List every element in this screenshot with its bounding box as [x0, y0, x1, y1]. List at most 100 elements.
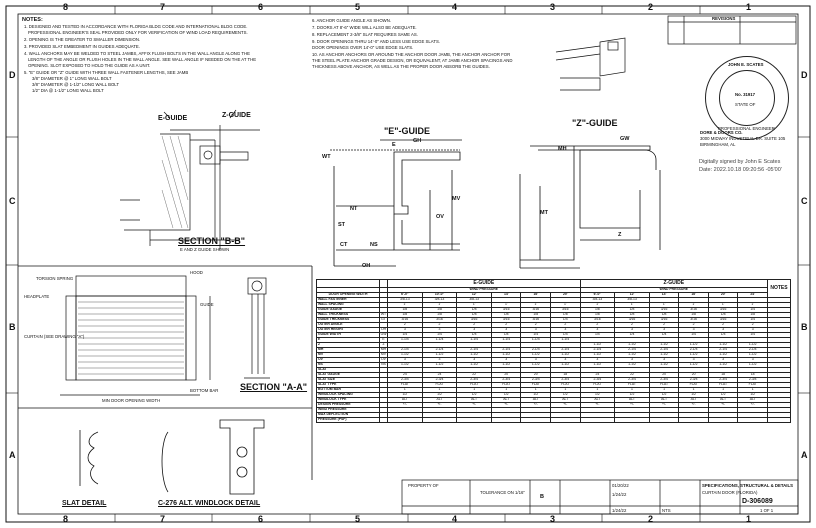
table-cell [421, 417, 458, 423]
door-width-label: MIN DOOR OPENING WIDTH [102, 398, 161, 403]
col-label-1: 1 [746, 2, 752, 12]
sheet-label: 1 OF 1 [760, 508, 774, 513]
table-cell [678, 417, 709, 423]
dim-z: Z [618, 232, 622, 238]
row-label-d-right: D [801, 70, 808, 80]
table-cell [550, 417, 581, 423]
note-line: 7. DOORS AT 8'-6" WIDE WILL ALSO BE ADEQ… [312, 25, 417, 30]
e-guide-title: "E"-GUIDE [384, 126, 431, 136]
column-header-row: DOOR OPENING WIDTH 6'-0"10'-0"12'14'16'2… [316, 292, 791, 298]
dim-oh: OH [362, 263, 371, 269]
note-line: 8. REPLACEMENT 2-3/8" SLAT REQUIRES SAME… [312, 32, 418, 37]
dim-mt: MT [540, 210, 548, 216]
row-symbol [379, 417, 388, 423]
guide-label: GUIDE [200, 302, 214, 307]
digital-signature-line2: Date: 2022.10.18 09:20:56 -05'00' [699, 167, 782, 173]
z-guide-callout: Z-GUIDE [222, 112, 251, 119]
col-label-4-bottom: 4 [452, 514, 458, 524]
table-cell [456, 417, 492, 423]
headplate-label: HEADPLATE [24, 294, 50, 299]
table-cell [387, 417, 423, 423]
drawing-title-2: CURTAIN DOOR (FLORIDA) [702, 490, 758, 495]
note-line: 3/8" DIAMETER @ 1" LONG WALL BOLT [32, 76, 112, 81]
dim-mh: MH [558, 146, 567, 152]
row-label-d: D [9, 70, 16, 80]
notes-header: NOTES [767, 279, 791, 298]
note-line: 6. ANCHOR GUIDE ANGLE AS SHOWN. [312, 18, 392, 23]
note-line: 3. PROVIDED SLAT EMBEDMENT IN GUIDES ADE… [24, 44, 140, 49]
company-name: DORE & DOORS CO. [700, 130, 743, 135]
seal-name: JOHN E. SCATES [728, 62, 764, 67]
note-line: 2. OPENING IS THE GREATER TO SMALLER DIM… [24, 37, 141, 42]
col-label-2-bottom: 2 [648, 514, 654, 524]
note-line: 1/2" DIA @ 1-1/2" LONG WALL BOLT [32, 88, 104, 93]
dim-nt: NT [350, 206, 358, 212]
curtain-label: CURTAIN (SEE DRAWING "A") [24, 334, 85, 339]
col-label-8: 8 [63, 2, 69, 12]
drawing-number: D-306089 [742, 498, 773, 505]
table-cell [737, 417, 768, 423]
section-bb-title: SECTION "B-B" [178, 236, 246, 246]
e-guide-header: E-GUIDE [387, 279, 581, 288]
note-line: DOOR OPENINGS OVER 14'-0" USE EDGE SLATS… [312, 45, 414, 50]
col-label-1-bottom: 1 [746, 514, 752, 524]
col-label-6: 6 [258, 2, 264, 12]
col-label-5: 5 [355, 2, 361, 12]
torsion-label: TORSION SPRING [36, 276, 74, 281]
col-label-7-bottom: 7 [160, 514, 166, 524]
note-line: LENGTH OF THE ANGLE OR FLUSH HOLES IN TH… [28, 57, 257, 62]
col-label-2: 2 [648, 2, 654, 12]
notes-heading: NOTES: [22, 17, 43, 23]
note-line: OPENING. SLOT EXPOSED TO HOLD THE GUIDE … [28, 63, 151, 68]
dim-st: ST [338, 222, 346, 228]
revisions-header: REVISIONS [712, 16, 736, 21]
table-corner [316, 279, 380, 288]
guide-spec-table: E-GUIDE Z-GUIDE NOTES WIND PRESSURE WIND… [316, 279, 791, 423]
date-1: 01/20/22 [612, 483, 629, 488]
table-cell [490, 417, 522, 423]
z-guide-header: Z-GUIDE [579, 279, 769, 288]
z-guide-title: "Z"-GUIDE [572, 118, 618, 128]
col-label-6-bottom: 6 [258, 514, 264, 524]
property-label: PROPERTY OF [408, 483, 439, 488]
section-aa-title: SECTION "A-A" [240, 382, 308, 392]
company-city: BIRMINGHAM, AL [700, 142, 736, 147]
seal-license: No. 31917 [735, 92, 756, 97]
note-line: 3/8" DIAMETER @ 1-1/2" LONG WALL BOLT [32, 82, 120, 87]
note-line: 10. AS ANCHOR ANCHORS OR AROUND THE ANCH… [312, 52, 511, 57]
table-sym-head [379, 279, 388, 288]
seal-caption: PROFESSIONAL ENGINEER [718, 126, 775, 131]
dim-wt: WT [322, 154, 331, 160]
row-label-c-right: C [801, 196, 808, 206]
date-3: 1/24/22 [612, 508, 627, 513]
col-label-4: 4 [452, 2, 458, 12]
col-label-5-bottom: 5 [355, 514, 361, 524]
dim-ns: NS [370, 242, 378, 248]
row-symbol: GW [379, 332, 388, 338]
col-label-3-bottom: 3 [550, 514, 556, 524]
size-label: B [540, 494, 544, 500]
table-cell [579, 417, 616, 423]
table-row: WIND PRESSURE [316, 407, 791, 413]
table-cell [614, 417, 650, 423]
note-line: 4. WALL ANCHORS MAY BE WELDED TO STEEL J… [24, 51, 250, 56]
table-row: PRESSURE (PSF) [316, 417, 791, 423]
table-cell [648, 417, 680, 423]
seal-inner-ring [719, 70, 775, 126]
engineer-seal [705, 56, 789, 140]
row-label-b: B [9, 322, 16, 332]
note-line: 1. DESIGNED AND TESTED IN ACCORDANCE WIT… [24, 24, 248, 29]
note-line: 9. DOOR OPENINGS THRU 14'-0" AND LESS US… [312, 39, 441, 44]
row-label: PRESSURE (PSF) [316, 417, 380, 423]
drawing-title: SPECIFICATIONS, STRUCTURAL & DETAILS [702, 483, 793, 488]
table-cell [707, 417, 739, 423]
digital-signature-line1: Digitally signed by John E Scates [699, 159, 781, 165]
tolerance-label: TOLERANCE ON 1/16" [480, 490, 525, 495]
slat-detail-title: SLAT DETAIL [62, 500, 107, 507]
col-label-7: 7 [160, 2, 166, 12]
windlock-detail-title: C-276 ALT. WINDLOCK DETAIL [158, 500, 261, 507]
